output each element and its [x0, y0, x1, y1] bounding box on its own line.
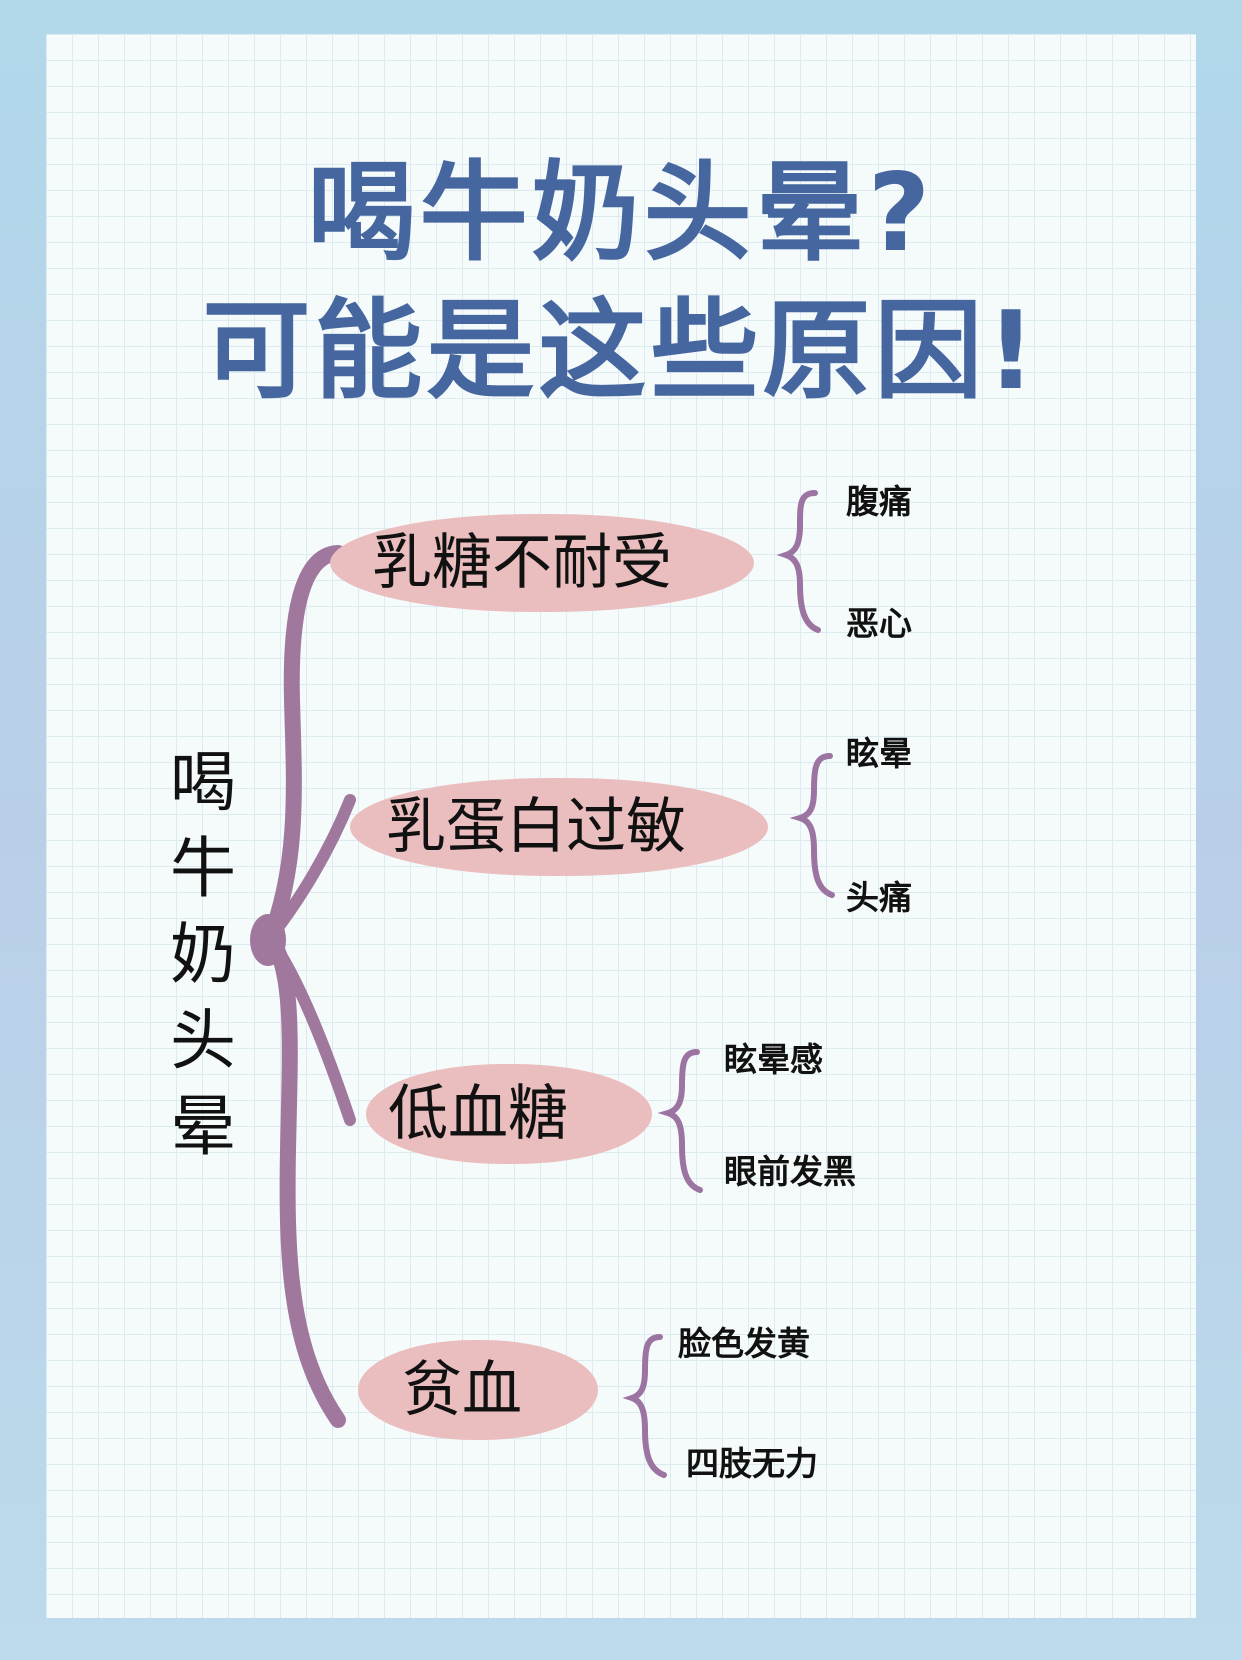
symptom-leaf: 腹痛 — [846, 482, 912, 521]
symptom-leaf: 脸色发黄 — [678, 1324, 810, 1363]
branch-label: 乳糖不耐受 — [372, 528, 672, 598]
root-char: 牛 — [170, 830, 236, 907]
branch-node-hypoglycemia: 低血糖 — [366, 1064, 652, 1164]
symptom-leaf: 眩晕 — [846, 734, 912, 773]
trunk-lower — [262, 930, 346, 1428]
root-char: 头 — [170, 1002, 236, 1079]
branch-label: 贫血 — [402, 1355, 522, 1425]
symptom-leaf: 四肢无力 — [686, 1444, 818, 1483]
bracket-1 — [776, 490, 821, 633]
branch-label: 乳蛋白过敏 — [386, 792, 686, 862]
symptom-leaf: 眩晕感 — [724, 1040, 823, 1079]
root-node: 喝 牛 奶 头 晕 — [168, 740, 238, 1170]
root-char: 晕 — [170, 1088, 236, 1165]
branch-node-milk-protein-allergy: 乳蛋白过敏 — [350, 778, 768, 876]
title-line-2: 可能是这些原因! — [202, 289, 1040, 414]
title-line-1: 喝牛奶头晕? — [307, 151, 935, 276]
root-char: 奶 — [170, 916, 236, 993]
bracket-4 — [622, 1334, 667, 1478]
branch-node-anemia: 贫血 — [358, 1340, 598, 1440]
symptom-leaf: 眼前发黑 — [724, 1152, 856, 1191]
symptom-leaf: 恶心 — [846, 604, 912, 643]
trunk-upper — [262, 545, 346, 946]
bracket-2 — [789, 753, 835, 898]
root-char: 喝 — [170, 744, 236, 821]
branch-node-lactose-intolerance: 乳糖不耐受 — [330, 514, 754, 612]
symptom-leaf: 头痛 — [846, 878, 912, 917]
bracket-3 — [657, 1049, 703, 1193]
branch-label: 低血糖 — [388, 1079, 568, 1149]
trunk-node — [250, 914, 286, 966]
